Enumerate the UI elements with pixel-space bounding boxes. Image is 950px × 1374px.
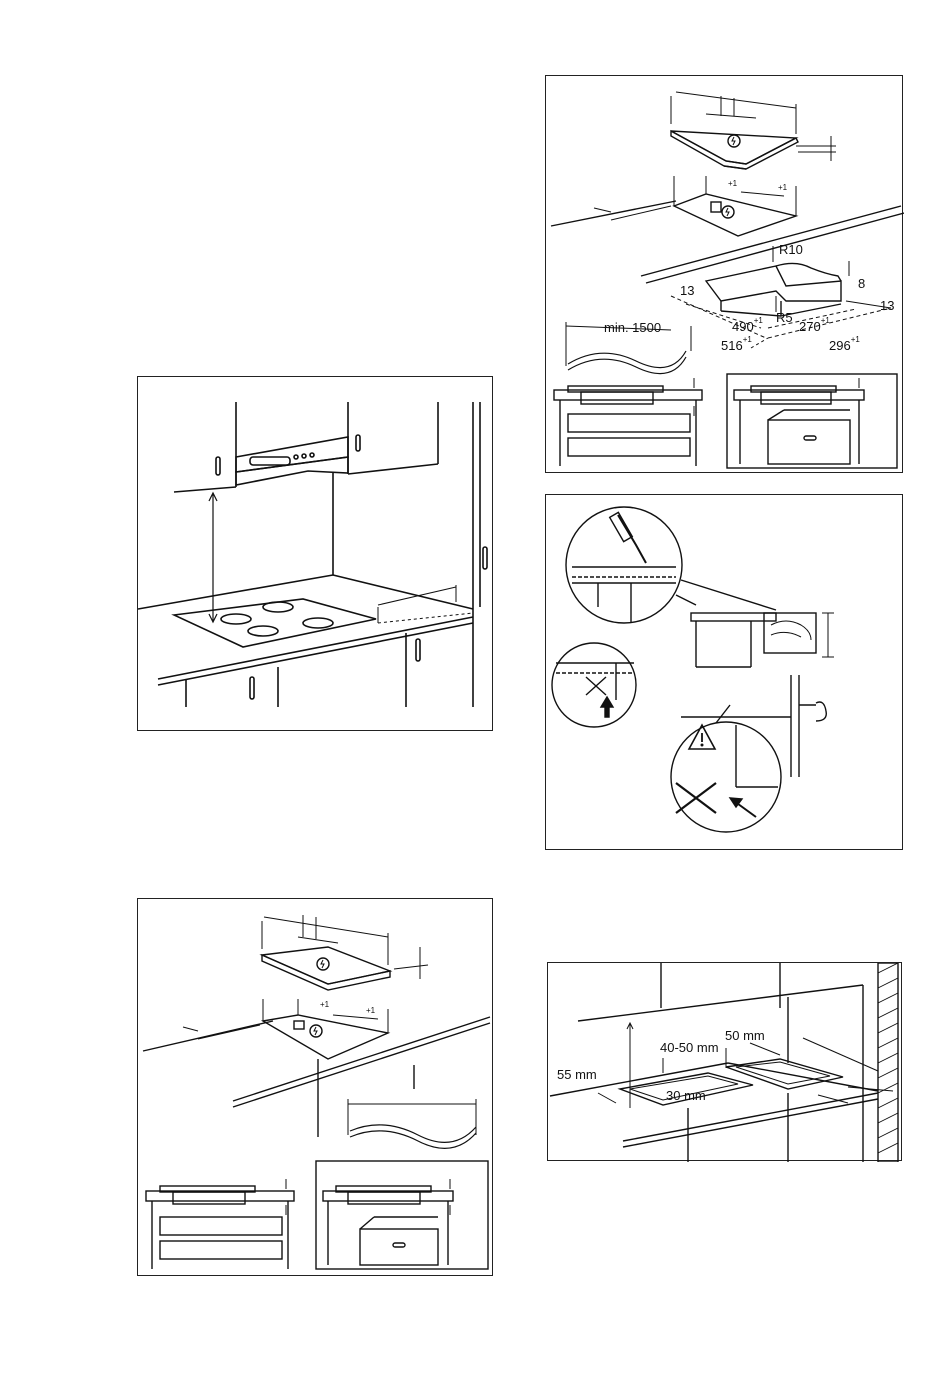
label-50mm: 50 mm xyxy=(725,1029,765,1042)
sealing-drawing xyxy=(546,495,904,851)
label-tol-b: +1 xyxy=(366,1007,375,1015)
label-tol-b: +1 xyxy=(778,184,787,192)
label-296: 296+1 xyxy=(829,339,860,352)
figure-cutout-small: +1 +1 xyxy=(137,898,493,1276)
cutout-dimensions-drawing xyxy=(546,76,904,474)
label-270: 270+1 xyxy=(799,320,830,333)
label-tol-a: +1 xyxy=(728,180,737,188)
two-hobs-drawing xyxy=(548,963,903,1162)
label-30mm: 30 mm xyxy=(666,1089,706,1102)
figure-hood-clearance xyxy=(137,376,493,731)
label-8: 8 xyxy=(858,277,865,290)
label-13-right: 13 xyxy=(880,299,894,312)
label-516: 516+1 xyxy=(721,339,752,352)
label-55mm: 55 mm xyxy=(557,1068,597,1081)
label-490: 490+1 xyxy=(732,320,763,333)
label-min-1500: min. 1500 xyxy=(604,321,661,334)
label-13-left: 13 xyxy=(680,284,694,297)
figure-sealing xyxy=(545,494,903,850)
label-40-50mm: 40-50 mm xyxy=(660,1041,719,1054)
cutout-small-drawing xyxy=(138,899,494,1277)
label-r5: R5 xyxy=(776,311,793,324)
figure-cutout-dimensions: R10 R5 8 13 13 490+1 270+1 516+1 296+1 m… xyxy=(545,75,903,473)
hood-clearance-drawing xyxy=(138,377,494,732)
label-tol-a: +1 xyxy=(320,1001,329,1009)
label-r10: R10 xyxy=(779,243,803,256)
figure-two-hobs: 55 mm 40-50 mm 50 mm 30 mm xyxy=(547,962,902,1161)
